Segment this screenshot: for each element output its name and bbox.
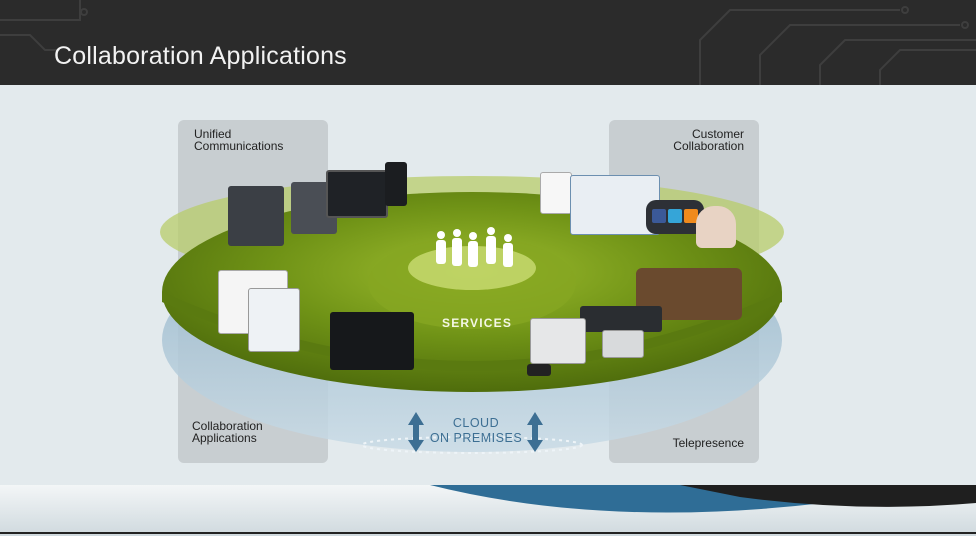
- header-bar: Collaboration Applications: [0, 0, 976, 85]
- rss-icon: [684, 209, 698, 223]
- collab-apps-line2: Applications: [192, 431, 257, 445]
- web-portal-image: [540, 172, 572, 214]
- social-media-bubble: [646, 200, 704, 234]
- people-icon: [436, 227, 513, 267]
- mini-tablet-image: [527, 364, 551, 376]
- circuit-pattern: [0, 0, 976, 85]
- chat-window-image: [248, 288, 300, 352]
- collab-apps-line1: Collaboration: [192, 419, 263, 433]
- twitter-icon: [668, 209, 682, 223]
- desktop-video-unit-image: [530, 318, 586, 364]
- telepresence-line1: Telepresence: [672, 436, 744, 450]
- customer-line1: Customer: [691, 127, 744, 141]
- quadrant-label-collaboration-applications: Collaboration Applications: [192, 420, 263, 444]
- smartphone-image: [385, 162, 407, 206]
- customer-line2: Collaboration: [673, 139, 744, 153]
- video-phone-image: [228, 186, 284, 246]
- double-arrow-icon: [408, 412, 543, 452]
- footer-swoosh: [0, 485, 976, 534]
- agent-headset-image: [696, 206, 736, 248]
- quadrant-label-customer-collaboration: Customer Collaboration: [604, 128, 744, 152]
- facebook-icon: [652, 209, 666, 223]
- small-video-display-image: [602, 330, 644, 358]
- page-title: Collaboration Applications: [54, 42, 347, 70]
- quadrant-label-telepresence: Telepresence: [604, 437, 744, 449]
- quadrant-label-unified-communications: Unified Communications: [194, 128, 283, 152]
- cloud-label: CLOUD: [452, 416, 500, 430]
- video-tablet-image: [330, 312, 414, 370]
- telepresence-screens-image: [580, 306, 662, 332]
- deployment-label: CLOUD ON PREMISES: [428, 416, 524, 446]
- tablet-image: [326, 170, 388, 218]
- unified-line1: Unified: [194, 127, 232, 141]
- dashboard-window-image: [570, 175, 660, 235]
- on-premises-label: ON PREMISES: [429, 431, 523, 445]
- unified-line2: Communications: [194, 139, 284, 153]
- footer-band: [0, 485, 976, 536]
- services-label: SERVICES: [442, 316, 513, 330]
